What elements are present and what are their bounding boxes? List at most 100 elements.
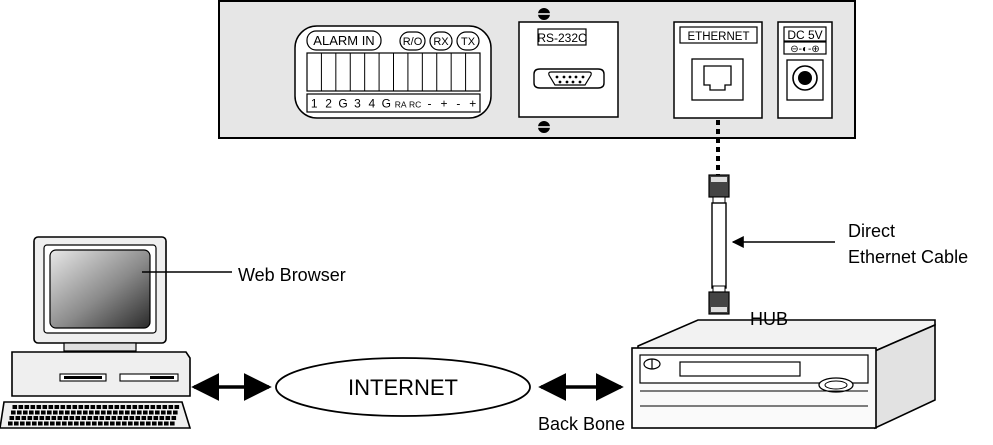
keyboard-key [18,405,24,409]
rx-label: RX [433,36,449,48]
dc-5v-label: DC 5V [787,28,822,42]
keyboard-key [62,421,67,426]
rj45-jack-icon [703,65,732,91]
terminal-label: G [338,97,347,111]
keyboard-key [99,416,105,420]
keyboard-key [9,416,15,420]
keyboard-key [128,421,133,426]
keyboard-key [36,405,42,409]
screw-top-icon [538,8,550,20]
keyboard-key [171,416,177,420]
keyboard-key [75,416,81,420]
hub-label: HUB [750,309,789,329]
keyboard-keys [8,405,180,426]
keyboard-key [146,421,151,426]
keyboard-key [20,421,25,426]
keyboard-key [152,421,157,426]
keyboard-key [150,405,156,409]
internet-cloud [275,357,531,417]
db9-connector-icon [533,68,605,89]
keyboard-key [125,410,130,415]
keyboard-key [143,410,148,415]
keyboard-key [168,405,174,409]
keyboard-key [119,410,124,415]
keyboard-key [111,416,117,420]
keyboard-key [110,421,115,426]
keyboard-key [35,410,40,415]
keyboard-key [117,416,123,420]
keyboard-key [72,405,78,409]
keyboard-key [51,416,57,420]
terminal-label: - [456,97,460,111]
keyboard-key [105,416,111,420]
dc-power-block: DC 5V ⊖-◐-⊕ [777,21,833,119]
keyboard-key [135,416,141,420]
keyboard-key [122,421,127,426]
keyboard-key [155,410,160,415]
keyboard-key [92,421,97,426]
keyboard-key [65,410,70,415]
keyboard-key [14,421,19,426]
keyboard-key [33,416,39,420]
keyboard-key [42,405,48,409]
keyboard-key [114,405,120,409]
rs232c-port-block: RS-232C [518,21,619,118]
keyboard-key [71,410,76,415]
keyboard-key [80,421,85,426]
ethernet-label: ETHERNET [688,31,750,43]
keyboard-key [165,416,171,420]
keyboard-key [162,405,168,409]
tx-label: TX [461,36,476,48]
keyboard-key [174,405,180,409]
terminal-label: RC [409,100,421,110]
keyboard-key [60,405,66,409]
keyboard-key [108,405,114,409]
keyboard-key [29,410,34,415]
web-browser-label: Web Browser [238,265,346,285]
keyboard-key [83,410,88,415]
keyboard-key [48,405,54,409]
keyboard-key [50,421,55,426]
terminal-label: 3 [354,97,361,111]
keyboard-key [164,421,169,426]
direct-cable-label-line1: Direct [848,221,896,241]
alarm-in-label: ALARM IN [313,33,374,48]
keyboard-key [107,410,112,415]
keyboard-key [141,416,147,420]
keyboard-key [86,421,91,426]
keyboard-key [170,421,175,426]
terminal-label: - [428,97,432,111]
keyboard-key [98,421,103,426]
terminal-label: + [440,97,447,111]
keyboard-key [27,416,33,420]
keyboard-key [126,405,132,409]
hub-device-icon [631,319,936,430]
keyboard-key [158,421,163,426]
keyboard-key [41,410,46,415]
keyboard-key [132,405,138,409]
keyboard-key [66,405,72,409]
keyboard-key [74,421,79,426]
keyboard-key [147,416,153,420]
keyboard-key [54,405,60,409]
keyboard-key [87,416,93,420]
rs232c-label: RS-232C [537,31,587,45]
keyboard-key [140,421,145,426]
ro-label: R/O [403,36,423,48]
keyboard-key [90,405,96,409]
keyboard-key [39,416,45,420]
keyboard-key [44,421,49,426]
ethernet-port-block: ETHERNET [673,21,763,119]
keyboard-key [45,416,51,420]
keyboard-key [144,405,150,409]
terminal-label: 2 [325,97,332,111]
keyboard-key [101,410,106,415]
computer-icon [0,236,192,429]
terminal-label: G [382,97,391,111]
keyboard-key [56,421,61,426]
keyboard-key [123,416,129,420]
keyboard-key [161,410,166,415]
